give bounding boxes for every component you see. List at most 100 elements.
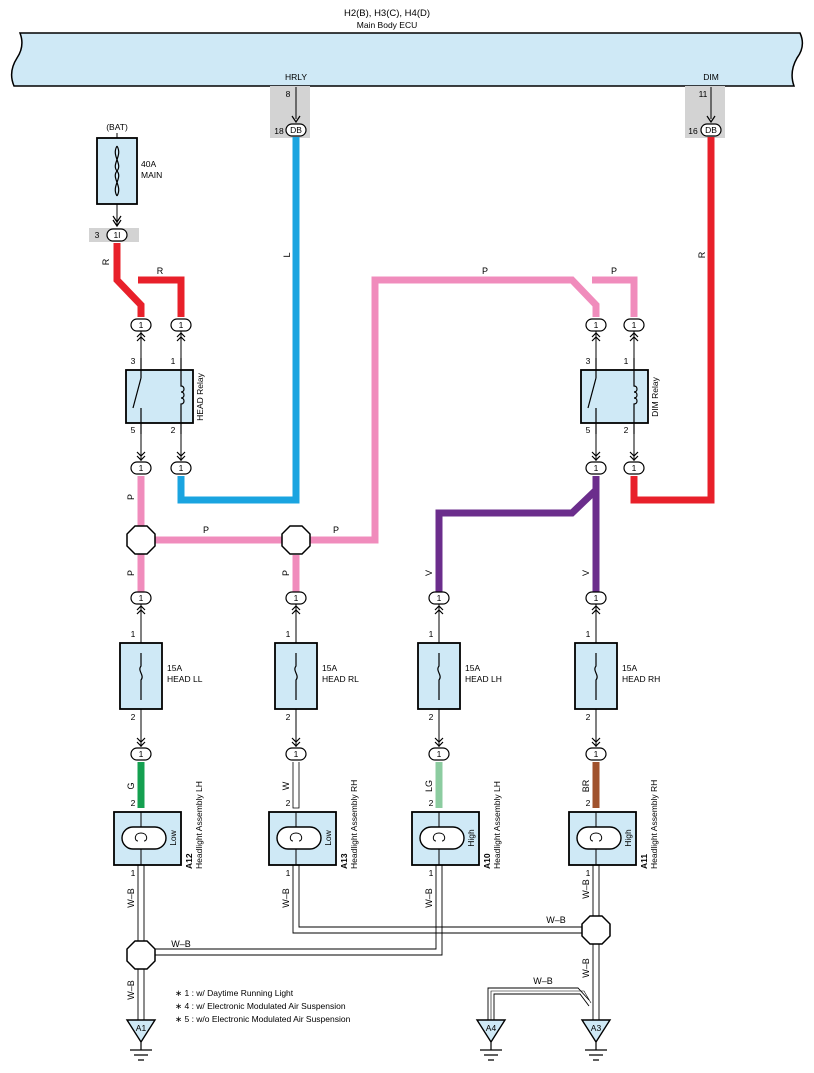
dim-inner-pin: 11 xyxy=(699,89,708,99)
ground-icon xyxy=(480,1042,502,1061)
fuse-column-lh: 1 1 15A HEAD LH 2 1 xyxy=(417,591,502,761)
label-g: G xyxy=(126,782,136,789)
wire-r-dim xyxy=(630,137,715,504)
svg-text:A3: A3 xyxy=(591,1023,602,1033)
svg-text:1: 1 xyxy=(286,629,291,639)
label-wb-a3: W–B xyxy=(581,958,591,978)
hrly-db-connector xyxy=(285,123,307,137)
bulb-icon xyxy=(419,826,465,850)
bat-label: (BAT) xyxy=(106,122,128,132)
svg-text:1: 1 xyxy=(429,868,434,878)
fuse-icon xyxy=(139,653,143,700)
conn-pin: 1 xyxy=(632,320,637,330)
label-wb-a11: W–B xyxy=(581,879,591,899)
svg-text:1: 1 xyxy=(139,749,144,759)
fuse-column-ll: 1 1 15A HEAD LL 2 1 xyxy=(119,591,203,761)
conn-pin: 1 xyxy=(632,463,637,473)
svg-text:1: 1 xyxy=(139,593,144,603)
svg-text:Headlight Assembly RH: Headlight Assembly RH xyxy=(649,780,659,869)
bulb-icon xyxy=(121,826,167,850)
svg-text:2: 2 xyxy=(286,798,291,808)
head-relay-pin: 5 xyxy=(131,425,136,435)
label-p-top: P xyxy=(482,266,488,276)
label-p-left-2: P xyxy=(126,570,136,576)
dim-connector-code: DB xyxy=(705,125,717,135)
head-relay-pin: 3 xyxy=(131,356,136,366)
label-r-3: R xyxy=(697,251,707,258)
bat-connector-code: 1I xyxy=(113,230,120,240)
junction-p-left xyxy=(126,525,156,555)
svg-text:1: 1 xyxy=(594,593,599,603)
svg-text:2: 2 xyxy=(429,712,434,722)
svg-text:A13: A13 xyxy=(339,853,349,869)
head-relay-label: HEAD Relay xyxy=(195,372,205,420)
svg-text:HEAD LH: HEAD LH xyxy=(465,674,502,684)
svg-text:2: 2 xyxy=(429,798,434,808)
dim-relay-pin: 3 xyxy=(586,356,591,366)
label-wb-a4: W–B xyxy=(533,976,553,986)
fuse-column-rl: 1 1 15A HEAD RL 2 1 xyxy=(274,591,359,761)
junction-wb-right xyxy=(581,915,611,945)
main-fuse-amp: 40A xyxy=(141,159,156,169)
svg-text:1: 1 xyxy=(437,749,442,759)
headlight-a13: 2 Low 1 A13 Headlight Assembly RH xyxy=(268,780,359,878)
conn-pin: 1 xyxy=(594,463,599,473)
svg-text:Headlight Assembly LH: Headlight Assembly LH xyxy=(492,781,502,869)
note-1: ∗ 1 : w/ Daytime Running Light xyxy=(175,988,294,998)
svg-text:15A: 15A xyxy=(167,663,182,673)
label-wb-a13: W–B xyxy=(281,888,291,908)
ground-a1: A1 xyxy=(125,1019,157,1061)
svg-text:1: 1 xyxy=(586,868,591,878)
bat-connector xyxy=(106,228,128,242)
fuse-icon xyxy=(437,653,441,700)
fuse-column-rh: 1 1 15A HEAD RH 2 1 xyxy=(574,591,660,761)
ecu-name: Main Body ECU xyxy=(357,20,417,30)
fuse-icon xyxy=(594,653,598,700)
dim-db-connector xyxy=(700,123,722,137)
conn-pin: 1 xyxy=(179,320,184,330)
ground-wires-wb xyxy=(137,865,600,1020)
label-p-right: P xyxy=(333,525,339,535)
junction-wb-left xyxy=(126,940,156,970)
label-wb-right: W–B xyxy=(546,915,566,925)
label-wb-a1: W–B xyxy=(126,980,136,1000)
svg-text:1: 1 xyxy=(594,749,599,759)
svg-text:1: 1 xyxy=(437,593,442,603)
label-v-right: V xyxy=(581,570,591,576)
head-relay-coil-icon xyxy=(180,358,185,434)
svg-text:Low: Low xyxy=(168,829,178,845)
svg-text:2: 2 xyxy=(131,798,136,808)
svg-text:1: 1 xyxy=(131,868,136,878)
wire-p-network xyxy=(137,276,638,592)
svg-text:A11: A11 xyxy=(639,854,649,869)
svg-text:1: 1 xyxy=(286,868,291,878)
svg-text:2: 2 xyxy=(586,798,591,808)
headlight-a10: 2 High 1 A10 Headlight Assembly LH xyxy=(411,781,502,878)
head-relay-pin: 1 xyxy=(171,356,176,366)
hrly-pin-label: HRLY xyxy=(285,72,307,82)
label-p-mid: P xyxy=(203,525,209,535)
ground-a4: A4 xyxy=(475,1019,507,1061)
note-4: ∗ 4 : w/ Electronic Modulated Air Suspen… xyxy=(175,1001,346,1011)
dim-relay-pin: 1 xyxy=(624,356,629,366)
svg-text:A12: A12 xyxy=(184,853,194,869)
svg-text:1: 1 xyxy=(429,629,434,639)
conn-pin: 1 xyxy=(139,320,144,330)
label-lg: LG xyxy=(424,780,434,792)
label-wb-mid: W–B xyxy=(171,939,191,949)
conn-pin: 1 xyxy=(139,463,144,473)
dim-pin-label: DIM xyxy=(703,72,719,82)
svg-text:HEAD RL: HEAD RL xyxy=(322,674,359,684)
dim-relay-pin: 5 xyxy=(586,425,591,435)
svg-text:HEAD LL: HEAD LL xyxy=(167,674,203,684)
svg-text:A1: A1 xyxy=(136,1023,147,1033)
wire-l-hrly xyxy=(177,137,300,504)
svg-text:Headlight Assembly RH: Headlight Assembly RH xyxy=(349,780,359,869)
svg-text:2: 2 xyxy=(286,712,291,722)
hrly-connector-code: DB xyxy=(290,125,302,135)
wire-w xyxy=(292,762,300,809)
head-relay-pin: 2 xyxy=(171,425,176,435)
svg-text:Low: Low xyxy=(323,829,333,845)
svg-text:2: 2 xyxy=(131,712,136,722)
